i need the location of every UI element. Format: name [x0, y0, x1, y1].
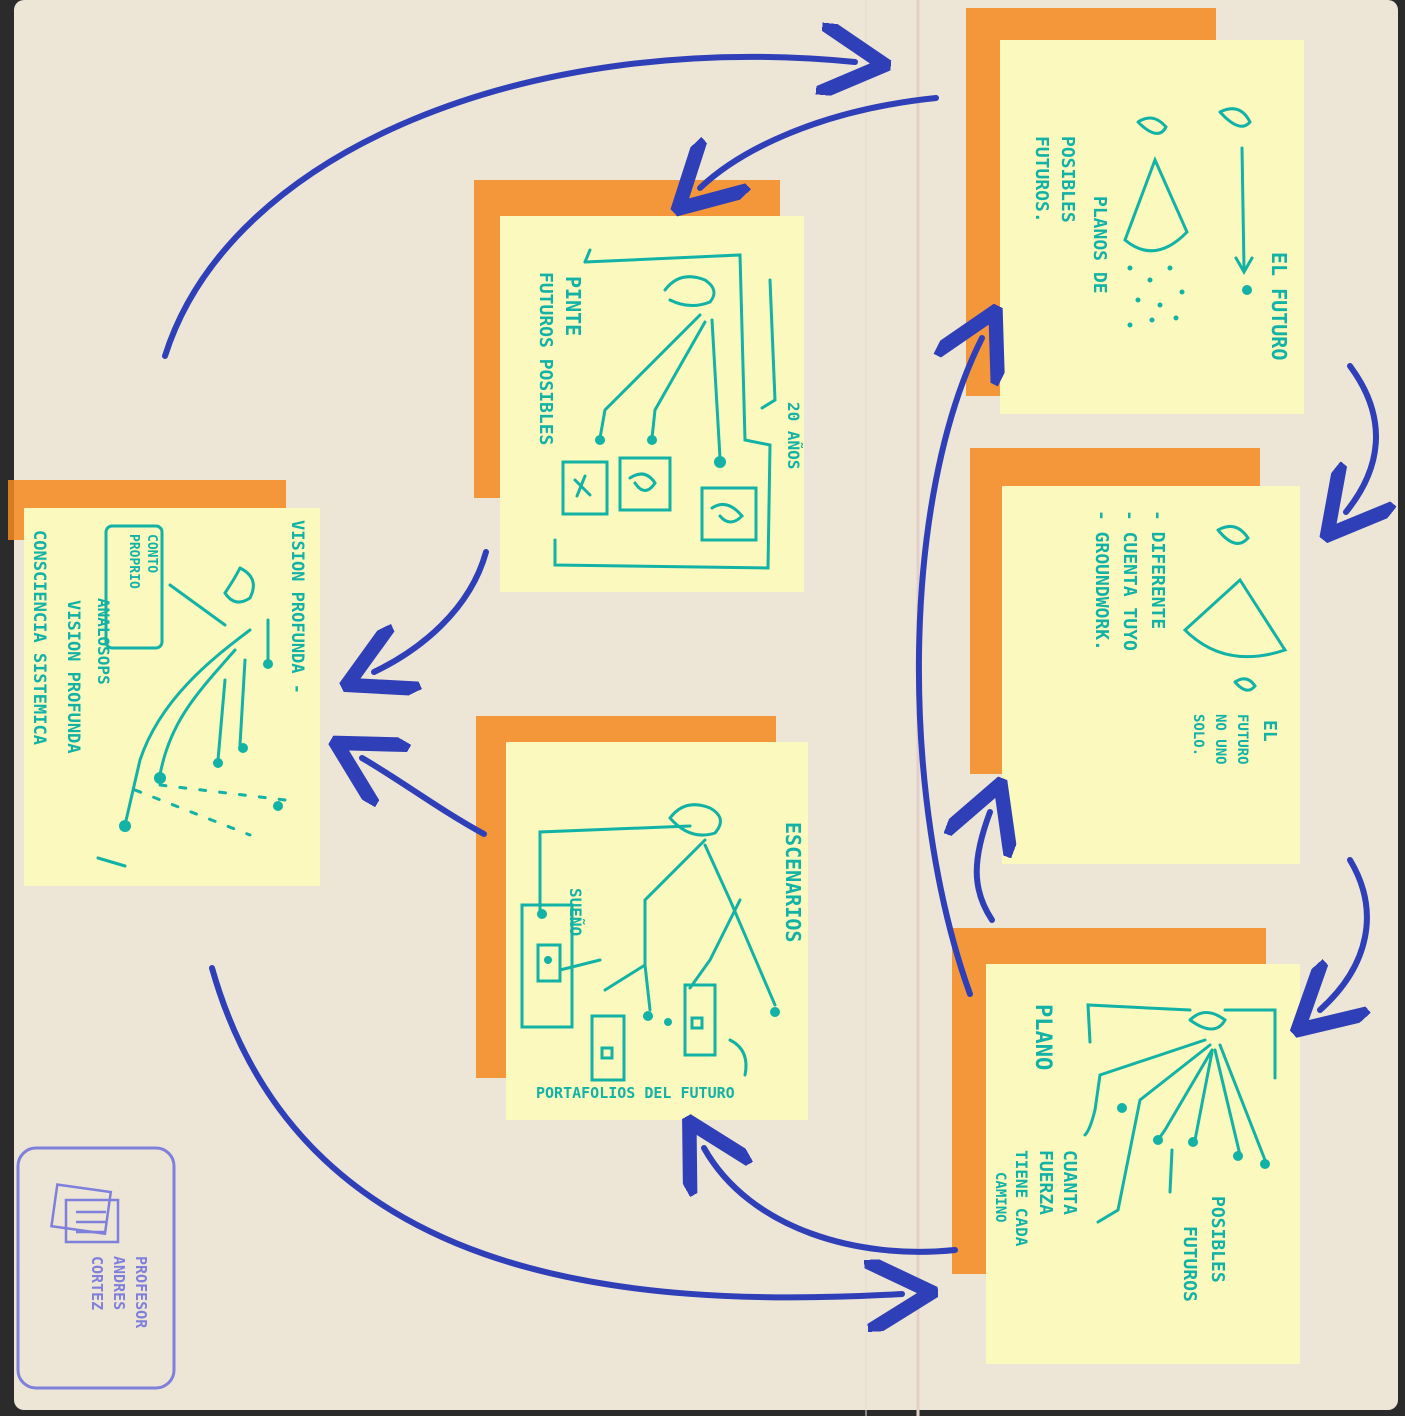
note-text: - GROUNDWORK.	[1091, 510, 1112, 651]
document-icon	[50, 1183, 120, 1244]
note-text: CONSCIENCIA SISTEMICA	[29, 530, 49, 745]
note-text: POSIBLES	[1207, 1196, 1228, 1283]
arrow-plano-to-futuro	[915, 338, 982, 997]
note-text: FUTUROS.	[1031, 136, 1052, 223]
note-portafolios: ESCENARIOS SUEÑO PORTAFOLIOS DEL FUTURO	[476, 716, 808, 1120]
author-stamp: PROFESOR ANDRES CORTEZ	[16, 1146, 176, 1390]
note-text: CAMINO	[992, 1172, 1008, 1223]
note-text: PLANO	[1030, 1004, 1055, 1070]
arrow-plano-to-nosolo	[977, 812, 992, 923]
note-text: ANALOSOPS	[94, 598, 113, 685]
tree-sketch	[520, 803, 777, 1082]
note-text: FUTUROS	[1179, 1226, 1200, 1302]
note-text: ESCENARIOS	[781, 822, 805, 942]
stamp-text: ANDRES	[110, 1256, 128, 1310]
note-text: FUTURO	[1234, 714, 1250, 765]
note-text: CUANTA	[1059, 1150, 1080, 1215]
note-text: CONTO	[144, 534, 159, 573]
note-text: VISION PROFUNDA -	[287, 520, 307, 694]
sticky-note	[500, 216, 804, 592]
note-text: EL FUTURO	[1267, 252, 1291, 360]
sticky-note	[986, 964, 1300, 1364]
note-text: - DIFERENTE	[1147, 510, 1168, 629]
note-text: VISION PROFUNDA	[63, 600, 83, 754]
arrow-plano-to-portafolios	[704, 1148, 958, 1255]
arrow-futuro-to-pinte	[700, 95, 939, 188]
note-vision-profunda: VISION PROFUNDA - CONSCIENCIA SISTEMICA …	[8, 480, 320, 886]
note-text: FUERZA	[1035, 1150, 1056, 1215]
note-plano: PLANO CUANTA FUERZA TIENE CADA CAMINO PO…	[952, 928, 1300, 1364]
note-text: - CUENTA TUYO	[1119, 510, 1140, 651]
note-pinte-futuros: PINTE FUTUROS POSIBLES 20 AÑOS	[474, 180, 804, 592]
arrow-vision-to-futuro	[162, 57, 855, 359]
note-text: PROPRIO	[126, 534, 141, 589]
note-text: EL	[1259, 720, 1280, 742]
note-text: NO UNO	[1212, 714, 1228, 765]
arrow-nosolo-to-plano	[1320, 857, 1367, 1010]
note-text: PINTE	[561, 276, 585, 336]
cone-sketch	[1123, 107, 1254, 276]
sticky-note	[1000, 40, 1304, 414]
stamp-text: CORTEZ	[88, 1256, 106, 1310]
own-box	[104, 524, 164, 650]
arrow-portafolios-to-vision	[362, 758, 487, 837]
note-text: 20 AÑOS	[784, 402, 803, 469]
tree-sketch	[96, 566, 287, 868]
note-text: PORTAFOLIOS DEL FUTURO	[536, 1084, 735, 1102]
sticky-note	[1002, 486, 1300, 864]
note-text: PLANOS DE	[1089, 196, 1110, 294]
arrow-pinte-to-vision	[374, 549, 489, 672]
stamp-text: PROFESOR	[132, 1256, 150, 1329]
note-text: TIENE CADA	[1012, 1150, 1031, 1247]
cone-sketch	[1182, 524, 1288, 692]
arrow-futuro-to-nosolo	[1346, 363, 1376, 512]
note-el-futuro: EL FUTURO PLANOS DE POSIBLES FUTUROS.	[966, 8, 1304, 414]
connector-arrows	[162, 57, 1376, 1298]
note-text: POSIBLES	[1057, 136, 1078, 223]
note-text: SUEÑO	[566, 888, 585, 936]
note-text: SOLO.	[1190, 714, 1206, 756]
arrow-vision-to-plano	[209, 965, 902, 1297]
sticky-note	[506, 742, 808, 1120]
tree-sketch	[553, 248, 777, 570]
sticky-note	[24, 508, 320, 886]
note-text: FUTUROS POSIBLES	[535, 272, 556, 445]
note-futuro-no-solo: EL FUTURO NO UNO SOLO. - DIFERENTE - CUE…	[970, 448, 1300, 864]
